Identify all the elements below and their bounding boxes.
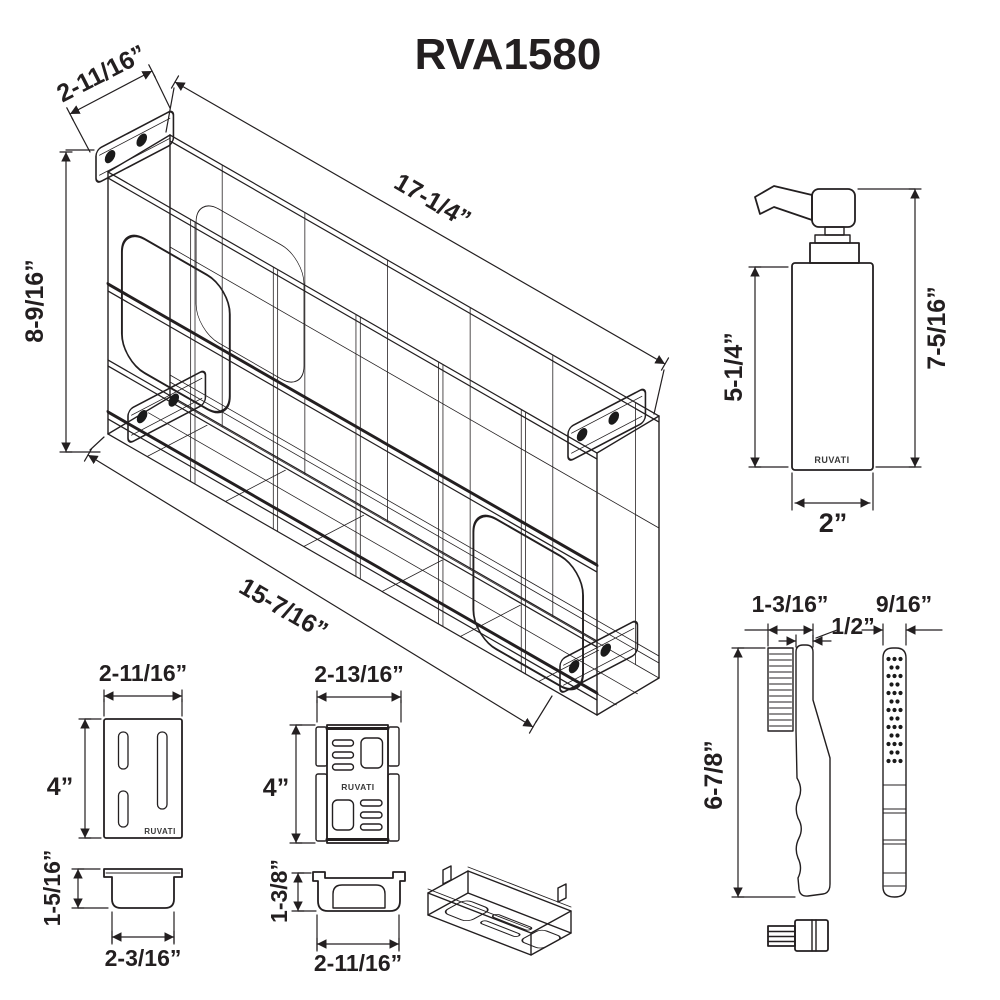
- dim-slide-bracket-width-label: 2-13/16”: [314, 661, 404, 687]
- basket-mount-plate-top-right: [567, 388, 647, 461]
- dim-brush-neck-width-label: 1/2”: [831, 613, 874, 639]
- dim-soap-tray-height-label: 1-3/8”: [266, 859, 292, 923]
- dim-brush-head-width-label: 1-3/16”: [752, 591, 829, 617]
- dim-dispenser-overall-height: 7-5/16”: [857, 188, 951, 468]
- mounting-plate-drawing: 2-11/16” RUVATI 4”: [47, 660, 187, 839]
- plate-slot: [117, 731, 129, 770]
- dim-dispenser-body-height: 5-1/4”: [720, 266, 789, 468]
- dim-plate-width-label: 2-11/16”: [99, 660, 187, 686]
- nozzle-drawing: [767, 919, 829, 952]
- basket-end-edges: [107, 134, 660, 716]
- dim-basket-length-label: 17-1/4”: [389, 168, 475, 234]
- slide-bracket-rail: [387, 773, 400, 842]
- dim-brush-front-width: 9/16”: [861, 591, 943, 646]
- dispenser-logo: RUVATI: [814, 455, 849, 465]
- dim-dispenser-width-label: 2”: [819, 508, 848, 538]
- dim-dispenser-body-height-label: 5-1/4”: [720, 332, 748, 401]
- dispenser-spout: [754, 185, 813, 221]
- slide-bracket-cutouts: [331, 737, 384, 831]
- dim-brush-neck-width: 1/2”: [778, 613, 875, 648]
- soap-tray-profile-drawing: 1-3/8” 2-11/16”: [266, 859, 406, 976]
- soap-bar-shape: [332, 884, 386, 909]
- basket-mount-plate-top-left: [95, 110, 175, 183]
- dispenser-stem: [824, 226, 845, 236]
- tray-tab-right: [557, 883, 567, 903]
- mounting-plate-body: [103, 718, 183, 839]
- slide-bracket-rail: [315, 773, 328, 842]
- tray-floor-cutouts: [444, 900, 561, 949]
- end-cap-drawing: 1-5/16” 2-3/16”: [39, 850, 183, 971]
- dim-end-cap-height-label: 1-5/16”: [39, 850, 65, 927]
- dispenser-collar: [809, 242, 860, 264]
- soap-tray-iso-drawing: [427, 865, 572, 956]
- slide-bracket-logo: RUVATI: [341, 782, 374, 792]
- basket-mount-plate-bottom-left: [127, 370, 207, 443]
- plate-slot: [117, 790, 129, 828]
- mounting-plate-logo: RUVATI: [144, 827, 176, 836]
- dim-basket-height-label: 8-9/16”: [21, 259, 49, 342]
- brush-bristle-dots: [886, 656, 903, 764]
- tray-far-wall: [467, 870, 572, 934]
- dim-basket-depth: 2-11/16”: [52, 40, 171, 153]
- soap-dispenser-drawing: RUVATI 5-1/4” 7-5/16” 2”: [720, 185, 951, 538]
- dim-brush-front-width-label: 9/16”: [876, 591, 932, 617]
- dim-end-cap-width: 2-3/16”: [105, 911, 182, 971]
- dim-plate-height: 4”: [47, 718, 102, 839]
- dispenser-bottle: [791, 262, 874, 471]
- dispenser-pump-head: [811, 188, 856, 228]
- brush-front-outline: [882, 647, 907, 898]
- dim-end-cap-width-label: 2-3/16”: [105, 945, 182, 971]
- soap-tray-outline: [312, 871, 406, 912]
- tray-near-wall: [427, 892, 532, 956]
- plate-slot: [156, 731, 168, 810]
- dim-plate-width: 2-11/16”: [99, 660, 187, 717]
- brush-handle-side: [795, 644, 831, 897]
- basket-mount-plate-bottom-right: [559, 620, 639, 693]
- dim-slide-bracket-width: 2-13/16”: [314, 661, 404, 723]
- dim-plate-height-label: 4”: [47, 773, 73, 801]
- dim-soap-tray-height: 1-3/8”: [266, 859, 317, 923]
- dim-soap-tray-width-label: 2-11/16”: [314, 950, 402, 976]
- dim-soap-tray-width: 2-11/16”: [314, 914, 402, 976]
- page-title: RVA1580: [415, 30, 602, 79]
- dim-end-cap-height: 1-5/16”: [39, 850, 109, 927]
- brush-bristles-side: [767, 647, 794, 732]
- dim-basket-height: 8-9/16”: [21, 149, 101, 453]
- dim-brush-length: 6-7/8”: [700, 647, 796, 898]
- dim-slide-bracket-height: 4”: [263, 724, 316, 844]
- dim-basket-bottom-length-label: 15-7/16”: [234, 572, 332, 645]
- slide-bracket-drawing: 2-13/16” RUVATI 4”: [263, 661, 404, 844]
- slide-bracket-rail: [387, 726, 400, 767]
- brush-drawing: 1-3/16” 1/2” 9/16” 6-7/8”: [700, 591, 943, 898]
- dim-dispenser-overall-height-label: 7-5/16”: [923, 286, 951, 369]
- wire-basket-drawing: 2-11/16” 17-1/4” 8-9/16” 15-7/16”: [21, 40, 670, 734]
- dim-brush-length-label: 6-7/8”: [700, 740, 728, 809]
- dim-slide-bracket-height-label: 4”: [263, 774, 289, 802]
- dispenser-step: [814, 234, 851, 244]
- dim-basket-length: 17-1/4”: [165, 75, 670, 415]
- dim-dispenser-width: 2”: [791, 472, 874, 538]
- tray-tab-left: [442, 865, 452, 885]
- slide-bracket-rail: [315, 726, 328, 767]
- dim-brush-head-width: 1-3/16”: [744, 591, 829, 647]
- end-cap-outline: [103, 868, 183, 909]
